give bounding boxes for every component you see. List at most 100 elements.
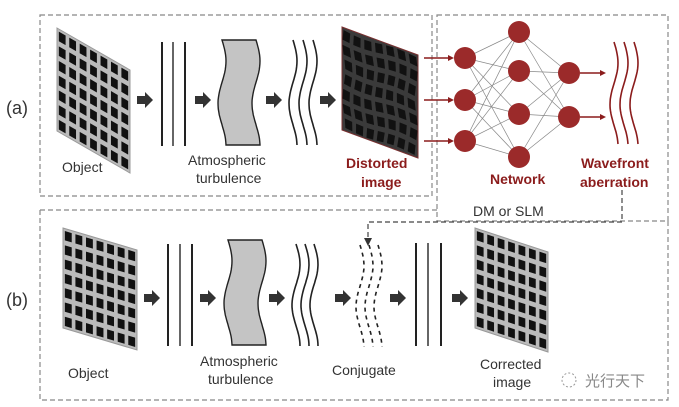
object-grid-b-cell [64,245,72,257]
distorted-image-grid-cell [364,83,373,96]
distorted-image-grid [341,26,419,159]
corrected-image-grid-cell [518,273,526,285]
wave-line [291,243,301,347]
input-arrowhead-icon [448,97,454,103]
object-grid-a-cell [121,141,129,155]
object-grid-b-cell [75,319,83,332]
object-grid-a-cell [100,55,108,70]
object-grid-b-cell [64,316,72,329]
object-grid-b-cell [96,254,104,267]
corrected-image-grid-cell [518,287,526,300]
object-grid-b-cell [107,286,115,298]
object-grid-b-cell [117,246,125,259]
object-grid-b-cell [117,303,125,316]
corrected-image-grid-cell [518,330,526,343]
corrected-image-grid-cell [476,259,484,272]
label-dm-slm: DM or SLM [473,203,544,219]
object-grid-a-cell [121,82,129,96]
corrected-image-grid-cell [497,280,505,293]
corrected-image-grid-cell [476,316,484,329]
wave-line [629,41,639,145]
plane-waves-a [161,42,186,146]
distorted-image-grid-cell [376,57,386,69]
object-grid-a-cell [69,96,77,110]
object-grid-b-cell [128,278,136,290]
corrected-image-grid-cell [539,323,547,335]
corrected-image-grid-cell [487,305,495,318]
object-grid-a-cell [79,73,87,87]
corrected-image-grid-cell [497,323,505,336]
wave-line [300,243,310,347]
corrected-image-grid-cell [539,251,547,264]
wave-line [609,41,619,145]
corrected-image-grid-cell [497,266,505,279]
label-conjugate: Conjugate [332,362,396,378]
object-grid-b-cell [128,307,136,319]
object-grid-b-cell [128,264,136,276]
turbulence-slab-a [217,39,261,146]
object-grid-b-cell [128,249,136,262]
network-node [508,146,530,168]
output-arrowhead-icon [600,114,606,120]
distorted-image-grid-cell [397,137,406,150]
network-node [558,106,580,128]
corrected-image-grid-cell [508,241,515,253]
corrected-image-grid-cell [497,309,505,321]
watermark-text: 光行天下 [585,373,645,390]
label-distorted-2: image [361,174,402,190]
distorted-image-grid-cell [409,127,418,141]
corrected-image-grid [474,227,549,353]
corrected-image-grid-cell [497,237,505,250]
object-grid-b-cell [128,292,136,305]
distorted-image-grid-cell [386,133,396,146]
object-grid-b-cell [75,248,83,260]
arrow-icon [335,290,351,306]
arrow-icon [200,290,216,306]
distorted-waves-b [291,243,319,347]
plane-waves-b [167,244,193,346]
object-grid-b-cell [96,240,104,252]
corrected-image-grid-cell [487,248,495,261]
object-grid-a-cell [69,52,77,66]
wave-line [288,39,298,146]
corrected-image-grid-cell [539,265,547,278]
plane-waves-corrected [415,243,442,346]
object-grid-b-cell [75,291,83,303]
object-grid-a-cell [90,93,97,108]
corrected-image-grid-cell [476,245,484,257]
corrected-image-grid-cell [487,263,495,275]
distorted-image-grid-cell [344,59,353,73]
object-grid-b-cell [64,259,72,271]
corrected-image-grid-cell [528,319,536,332]
corrected-image-grid-cell [476,273,484,286]
distorted-image-grid-cell [353,50,363,63]
object-grid-b-cell [107,243,115,255]
corrected-image-grid-cell [476,231,484,243]
object-grid-b-cell [107,272,115,284]
wave-line [355,244,365,348]
object-grid-b-cell [85,265,93,278]
object-grid-b-cell [64,273,72,286]
object-grid-b-cell [64,302,72,314]
distorted-image-grid-cell [356,123,364,137]
network-edge [464,31,520,142]
arrow-icon [137,92,153,108]
object-grid-a-cell [58,119,66,134]
object-grid-a-cell [121,155,129,170]
distorted-image-grid-cell [408,53,418,67]
arrow-icon [195,92,211,108]
distorted-image-grid-cell [385,45,395,57]
label-object-b: Object [68,365,109,381]
corrected-image-grid-cell [476,288,484,300]
wavefront-aberration-waves [609,41,639,145]
object-grid-b-cell [75,262,83,275]
distorted-image-grid-cell [375,101,384,113]
object-grid-b-cell [64,288,72,300]
object-grid-a-cell [90,64,97,78]
output-arrowhead-icon [600,70,606,76]
network-edge [464,57,520,158]
wave-line [308,39,318,146]
arrow-icon [320,92,336,108]
object-grid-a-cell [100,99,108,114]
